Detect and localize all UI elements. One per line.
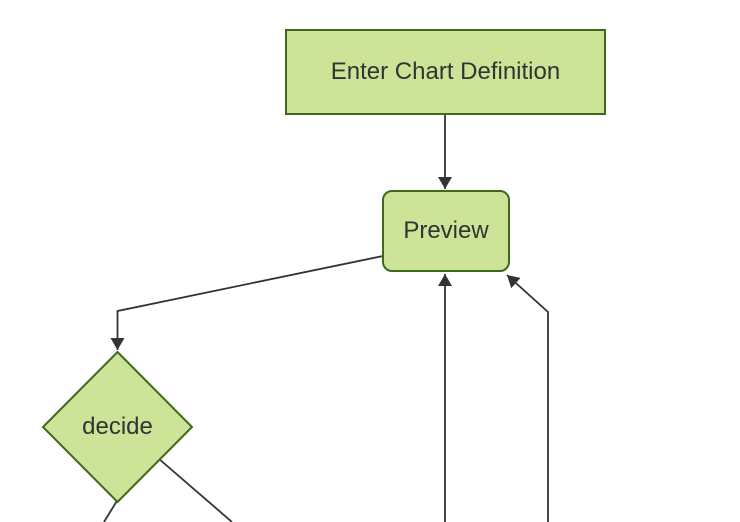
edge-decide-to-offscreen-right xyxy=(157,457,233,522)
node-enter-chart-definition: Enter Chart Definition xyxy=(285,29,606,115)
edge-preview-to-decide xyxy=(110,255,384,350)
node-enter-chart-definition-label: Enter Chart Definition xyxy=(330,58,561,85)
edge-decide-to-offscreen-left xyxy=(103,499,119,522)
edge-offscreen-right-to-preview xyxy=(506,274,549,522)
node-preview-label: Preview xyxy=(403,217,489,244)
node-decide-shape xyxy=(41,350,194,504)
node-preview: Preview xyxy=(382,190,510,272)
node-decide-label: decide xyxy=(82,413,153,440)
